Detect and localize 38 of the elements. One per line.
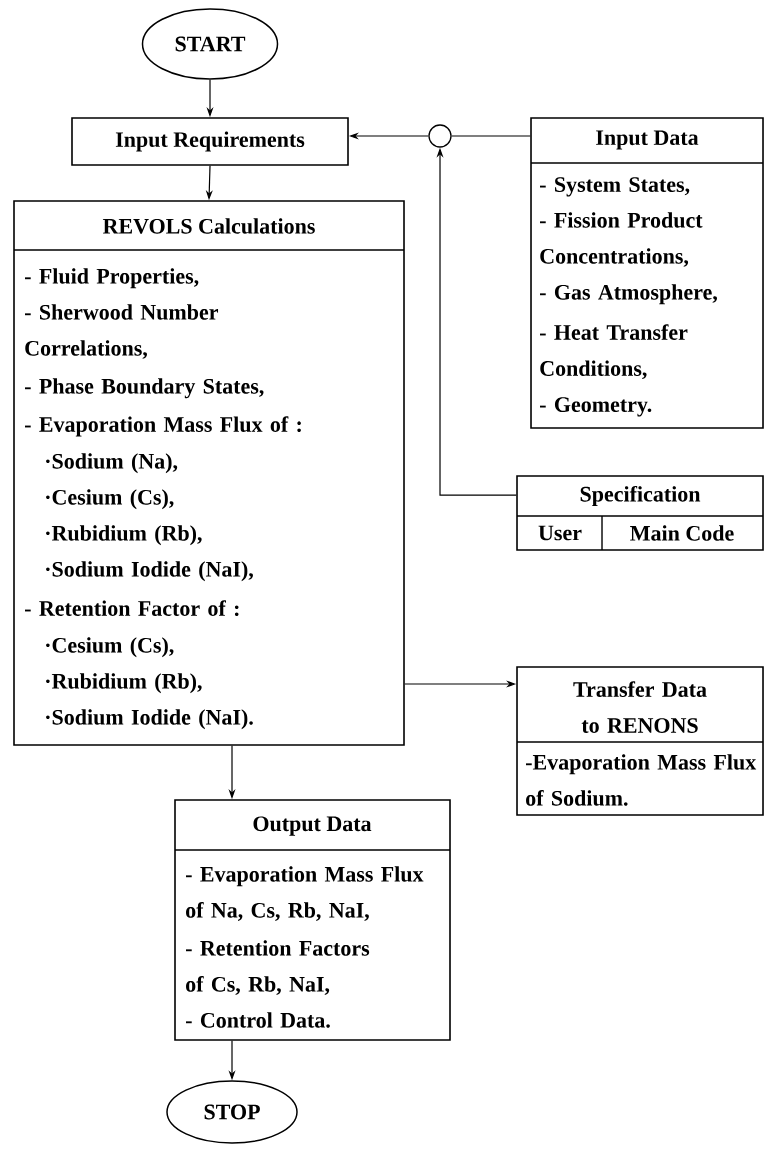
cell-label: User xyxy=(538,525,582,541)
list-item: -Evaporation Mass Flux of Sodium. xyxy=(526,754,757,806)
terminal-oval: START xyxy=(141,8,279,80)
process-box xyxy=(516,666,764,816)
list-item: ·Cesium (Cs), xyxy=(46,637,174,658)
list-item: - Geometry. xyxy=(540,397,652,417)
list-item: ·Rubidium (Rb), xyxy=(46,525,202,546)
list-item: - Evaporation Mass Flux of Na, Cs, Rb, NaI, xyxy=(186,866,424,921)
heading: Transfer Data to RENONS xyxy=(573,681,707,733)
list-item: ·Sodium Iodide (NaI). xyxy=(46,709,253,730)
list-item: - Evaporation Mass Flux of : xyxy=(25,416,301,437)
data-box xyxy=(530,117,764,429)
list-item: - Sherwood Number Correlations, xyxy=(25,304,219,359)
heading: Input Requirements xyxy=(115,131,305,152)
cell-label: Main Code xyxy=(630,525,734,541)
heading: Output Data xyxy=(253,816,372,836)
list-item: - Retention Factors of Cs, Rb, NaI, xyxy=(186,940,370,995)
junction-circle xyxy=(428,124,452,148)
list-item: - Control Data. xyxy=(186,1012,330,1028)
list-item: ·Sodium Iodide (NaI), xyxy=(46,561,253,582)
list-item: ·Rubidium (Rb), xyxy=(46,673,202,694)
process-box xyxy=(13,200,405,746)
process-box xyxy=(71,117,349,166)
heading: REVOLS Calculations xyxy=(102,218,315,234)
list-item: - Phase Boundary States, xyxy=(25,378,264,399)
list-item: - System States, xyxy=(540,177,690,197)
heading: Input Data xyxy=(596,130,699,150)
terminal-oval: STOP xyxy=(166,1080,298,1144)
table xyxy=(516,475,764,551)
list-item: - Fission Product Concentrations, xyxy=(540,212,703,267)
list-item: - Fluid Properties, xyxy=(25,268,199,289)
data-box xyxy=(174,799,451,1041)
list-item: ·Cesium (Cs), xyxy=(46,489,174,510)
list-item: ·Sodium (Na), xyxy=(46,453,178,474)
list-item: - Heat Transfer Conditions, xyxy=(540,324,688,380)
heading: Specification xyxy=(580,485,701,507)
list-item: - Retention Factor of : xyxy=(25,600,239,616)
list-item: - Gas Atmosphere, xyxy=(540,284,717,305)
